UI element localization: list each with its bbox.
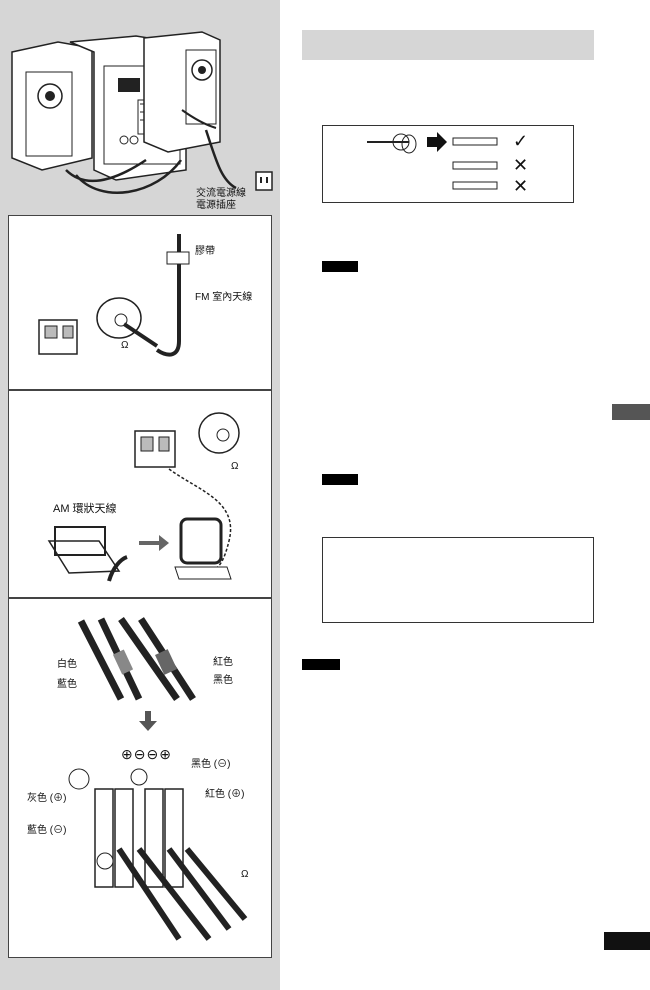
speaker-ohm-symbol: Ω — [241, 869, 249, 880]
polarity-symbols: ⊕⊖⊖⊕ — [121, 746, 172, 762]
info-box — [322, 537, 594, 623]
note-tag — [322, 261, 358, 272]
tape-label: 膠帶 — [195, 246, 215, 257]
white-wire-label: 白色 — [57, 659, 77, 670]
gray-plus-label: 灰色 (⊕) — [27, 793, 67, 804]
page-number-tab — [604, 932, 650, 950]
fm-antenna-label: FM 室內天線 — [195, 292, 253, 303]
blue-wire-label: 藍色 — [57, 679, 77, 690]
section-title-bar — [302, 30, 594, 60]
section-side-tab — [612, 404, 650, 420]
fm-antenna-drawing — [38, 234, 190, 357]
fm-ohm-symbol: Ω — [121, 340, 129, 351]
fm-antenna-panel: 膠帶 FM 室內天線 Ω — [8, 215, 272, 390]
am-ohm-symbol: Ω — [231, 461, 239, 472]
overview-illustration — [11, 31, 273, 194]
wire-prep-box: ✓ ✕ ✕ — [322, 125, 574, 203]
note-tag — [322, 474, 358, 485]
wrong-cross-icon: ✕ — [513, 176, 529, 196]
wire-prep-drawing — [367, 132, 498, 190]
wrong-cross-icon: ✕ — [513, 155, 529, 175]
speaker-wire-drawing — [68, 616, 248, 941]
ac-cord-label: 交流電源線 電源插座 — [196, 188, 246, 211]
note-tag — [302, 659, 340, 670]
red-plus-label: 紅色 (⊕) — [205, 789, 245, 800]
am-antenna-drawing — [47, 412, 240, 582]
red-wire-label: 紅色 — [213, 657, 233, 668]
am-antenna-panel: AM 環狀天線 Ω — [8, 390, 272, 598]
black-wire-label: 黑色 — [213, 675, 233, 686]
black-minus-label: 黑色 (⊖) — [191, 759, 231, 770]
speaker-wire-panel: 白色 藍色 紅色 黑色 ⊕⊖⊖⊕ 黑色 (⊖) 灰色 (⊕) 紅色 (⊕) 藍色… — [8, 598, 272, 958]
blue-minus-label: 藍色 (⊖) — [27, 825, 67, 836]
am-antenna-label: AM 環狀天線 — [53, 503, 117, 515]
correct-check-icon: ✓ — [513, 131, 529, 151]
